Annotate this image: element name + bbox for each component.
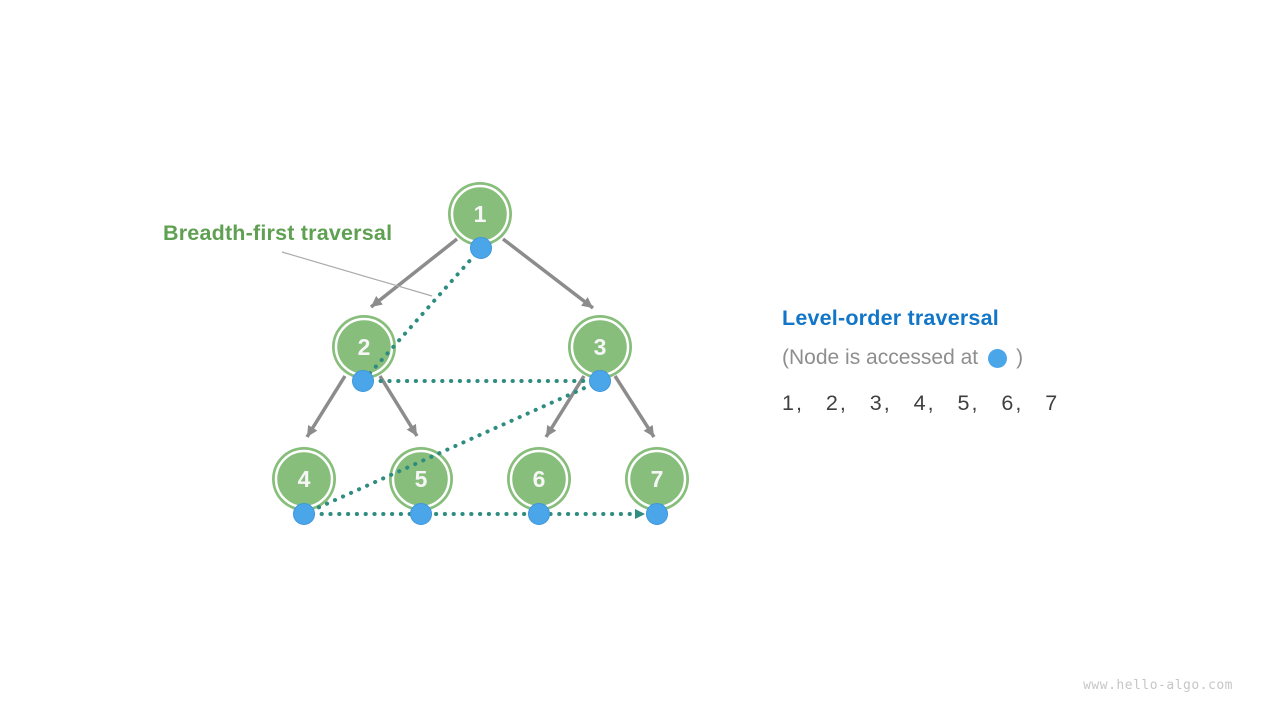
callout-line-layer — [281, 251, 433, 297]
node-access-dot — [646, 503, 668, 525]
tree-edge — [501, 237, 595, 310]
node-access-dot — [528, 503, 550, 525]
tree-node-2-circle — [332, 315, 396, 379]
access-dot-legend-icon — [988, 348, 1008, 368]
node-access-dot — [410, 503, 432, 525]
tree-node-7-label: 7 — [651, 466, 664, 492]
tree-node-4-circle — [272, 447, 336, 511]
breadth-first-traversal-label: Breadth-first traversal — [163, 221, 393, 245]
traversal-path-layer — [302, 246, 645, 519]
traversal-sequence: 1, 2, 3, 4, 5, 6, 7 — [782, 391, 1060, 415]
tree-edge — [378, 375, 419, 437]
tree-edge — [305, 375, 347, 438]
tree-edge — [369, 237, 459, 309]
tree-node-3-circle — [568, 315, 632, 379]
tree-node-4-label: 4 — [298, 466, 311, 492]
tree-node-3-label: 3 — [594, 334, 607, 360]
tree-node-5-circle — [389, 447, 453, 511]
traversal-dotted-segment — [361, 246, 483, 383]
level-order-traversal-title: Level-order traversal — [782, 306, 999, 330]
node-accessed-note: (Node is accessed at ) — [782, 346, 1059, 370]
access-dots-layer — [293, 237, 668, 525]
traversal-dotted-segment — [302, 379, 602, 516]
tree-node-1-circle — [448, 182, 512, 246]
tree-node-6-circle — [507, 447, 571, 511]
label-callout-line — [281, 251, 433, 297]
note-suffix-text: ) — [1016, 346, 1024, 369]
watermark: www.hello-algo.com — [1083, 678, 1233, 693]
tree-node-6-label: 6 — [533, 466, 546, 492]
node-access-dot — [293, 503, 315, 525]
tree-node-2-label: 2 — [358, 334, 371, 360]
tree-node-5-label: 5 — [415, 466, 428, 492]
tree-edge — [613, 375, 656, 438]
tree-edges-layer — [305, 237, 656, 438]
tree-node-1-label: 1 — [474, 201, 487, 227]
legend-panel: Level-order traversal (Node is accessed … — [782, 306, 1059, 416]
node-access-dot — [352, 370, 374, 392]
note-prefix-text: (Node is accessed at — [782, 346, 979, 369]
tree-node-7-circle — [625, 447, 689, 511]
tree-edge — [544, 375, 586, 438]
node-access-dot — [470, 237, 492, 259]
node-access-dot — [589, 370, 611, 392]
